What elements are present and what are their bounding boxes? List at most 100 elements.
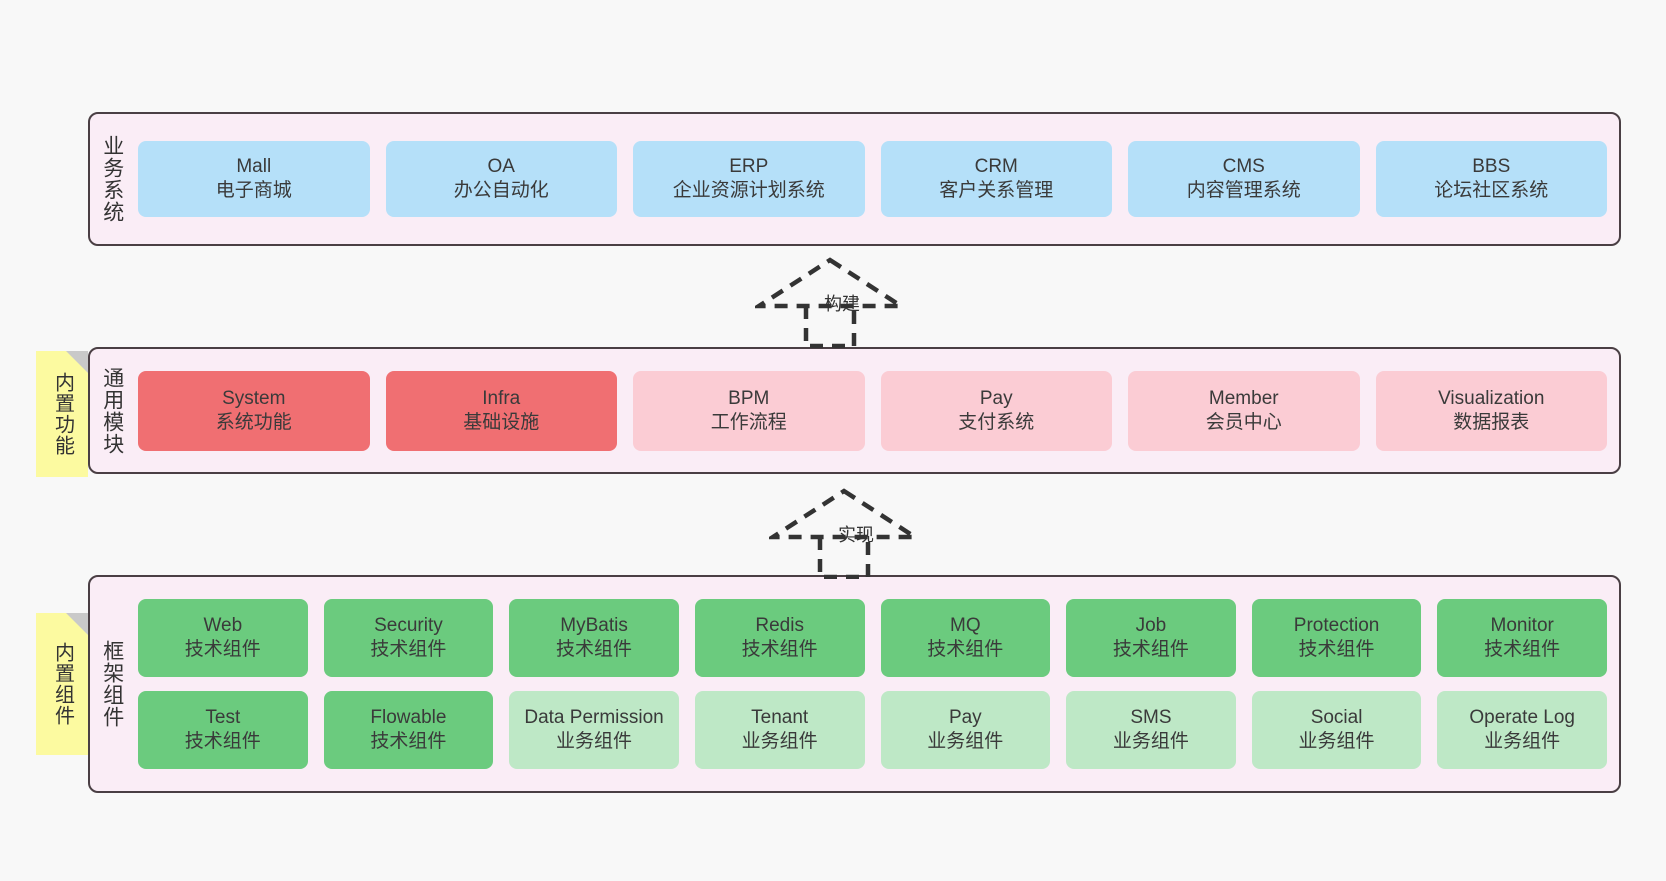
card-title: BBS [1472,156,1511,178]
card-infra[interactable]: Infra 基础设施 [385,370,617,451]
card-row: Web 技术组件 Security 技术组件 MyBatis 技术组件 Redi… [138,599,1607,677]
card-title: Tenant [751,707,809,729]
card-title: Security [374,615,443,637]
card-visualization[interactable]: Visualization 数据报表 [1375,370,1607,451]
card-title: Data Permission [524,707,664,729]
card-title: Infra [482,387,521,409]
card-title: Monitor [1490,615,1554,637]
card-subtitle: 技术组件 [1484,639,1561,660]
card-pay-business[interactable]: Pay 业务组件 [880,691,1051,769]
card-title: Protection [1293,615,1380,637]
arrow-implement-label: 实现 [838,525,874,545]
card-mall[interactable]: Mall 电子商城 [138,141,370,217]
card-title: MyBatis [560,615,628,637]
sticky-note-builtin-features: 内置功能 [36,351,88,477]
arrow-build-label: 构建 [824,294,860,314]
card-title: Test [205,707,241,729]
card-subtitle: 客户关系管理 [939,180,1054,201]
card-title: BPM [728,387,770,409]
card-subtitle: 内容管理系统 [1186,180,1301,201]
card-oa[interactable]: OA 办公自动化 [385,141,617,217]
section-label-framework: 框架组件 [100,640,124,728]
card-title: ERP [729,156,769,178]
card-row: Test 技术组件 Flowable 技术组件 Data Permission … [138,691,1607,769]
card-social[interactable]: Social 业务组件 [1251,691,1422,769]
card-title: Visualization [1438,387,1545,409]
card-title: CMS [1222,156,1265,178]
card-subtitle: 技术组件 [1112,639,1189,660]
section-body-framework: Web 技术组件 Security 技术组件 MyBatis 技术组件 Redi… [134,577,1619,791]
card-bbs[interactable]: BBS 论坛社区系统 [1375,141,1607,217]
sticky-note-label: 内置组件 [51,642,74,726]
card-mq[interactable]: MQ 技术组件 [880,599,1051,677]
card-mybatis[interactable]: MyBatis 技术组件 [509,599,679,677]
card-title: MQ [950,615,981,637]
card-subtitle: 业务组件 [1112,731,1189,752]
card-row: Mall 电子商城 OA 办公自动化 ERP 企业资源计划系统 CRM 客户关系… [138,141,1607,217]
card-title: CRM [974,156,1018,178]
card-protection[interactable]: Protection 技术组件 [1251,599,1422,677]
card-subtitle: 技术组件 [1298,639,1375,660]
card-subtitle: 会员中心 [1205,411,1282,433]
card-subtitle: 技术组件 [370,639,447,660]
card-subtitle: 技术组件 [184,639,261,660]
card-subtitle: 业务组件 [741,731,818,752]
card-title: Social [1310,707,1363,729]
note-fold-corner-icon [66,613,88,635]
card-erp[interactable]: ERP 企业资源计划系统 [633,141,865,217]
card-title: Pay [948,707,982,729]
card-row: System 系统功能 Infra 基础设施 BPM 工作流程 Pay 支付系统… [138,370,1607,451]
card-subtitle: 业务组件 [556,731,633,752]
card-subtitle: 技术组件 [927,639,1004,660]
card-redis[interactable]: Redis 技术组件 [694,599,865,677]
card-monitor[interactable]: Monitor 技术组件 [1437,599,1607,677]
card-title: Member [1208,387,1279,409]
card-job[interactable]: Job 技术组件 [1066,599,1236,677]
card-security[interactable]: Security 技术组件 [323,599,494,677]
card-sms[interactable]: SMS 业务组件 [1066,691,1236,769]
card-title: Flowable [370,707,447,729]
section-framework-components: 框架组件 Web 技术组件 Security 技术组件 MyBatis 技术组件… [88,575,1621,793]
section-business-systems: 业务系统 Mall 电子商城 OA 办公自动化 ERP 企业资源计划系统 CRM… [88,112,1621,246]
card-subtitle: 支付系统 [958,411,1035,433]
arrow-implement: 实现 [769,487,919,579]
sticky-note-label: 内置功能 [51,372,74,456]
card-title: System [222,387,286,409]
card-web[interactable]: Web 技术组件 [138,599,308,677]
card-title: OA [487,156,515,178]
card-flowable[interactable]: Flowable 技术组件 [323,691,494,769]
card-subtitle: 业务组件 [927,731,1004,752]
card-title: Redis [755,615,804,637]
note-fold-corner-icon [66,351,88,373]
card-subtitle: 技术组件 [184,731,261,752]
card-operate-log[interactable]: Operate Log 业务组件 [1437,691,1607,769]
card-pay[interactable]: Pay 支付系统 [880,370,1112,451]
card-member[interactable]: Member 会员中心 [1128,370,1360,451]
card-tenant[interactable]: Tenant 业务组件 [694,691,865,769]
card-title: Operate Log [1469,707,1575,729]
card-subtitle: 工作流程 [710,411,787,433]
arrow-build: 构建 [755,256,905,348]
section-label-common: 通用模块 [100,366,124,455]
card-subtitle: 企业资源计划系统 [672,180,825,201]
section-label-business: 业务系统 [100,135,124,223]
card-test[interactable]: Test 技术组件 [138,691,308,769]
card-subtitle: 办公自动化 [453,180,549,201]
card-title: Pay [979,387,1013,409]
card-subtitle: 技术组件 [370,731,447,752]
card-title: Mall [236,156,272,178]
card-data-permission[interactable]: Data Permission 业务组件 [509,691,679,769]
card-subtitle: 基础设施 [463,411,540,433]
card-subtitle: 电子商城 [215,180,292,201]
card-subtitle: 数据报表 [1453,411,1530,433]
card-cms[interactable]: CMS 内容管理系统 [1128,141,1360,217]
section-body-business: Mall 电子商城 OA 办公自动化 ERP 企业资源计划系统 CRM 客户关系… [134,114,1619,244]
section-body-common: System 系统功能 Infra 基础设施 BPM 工作流程 Pay 支付系统… [134,349,1619,472]
card-subtitle: 系统功能 [215,411,292,433]
card-crm[interactable]: CRM 客户关系管理 [880,141,1112,217]
card-bpm[interactable]: BPM 工作流程 [633,370,865,451]
card-subtitle: 技术组件 [556,639,633,660]
card-title: Job [1135,615,1167,637]
card-subtitle: 技术组件 [741,639,818,660]
card-system[interactable]: System 系统功能 [138,370,370,451]
